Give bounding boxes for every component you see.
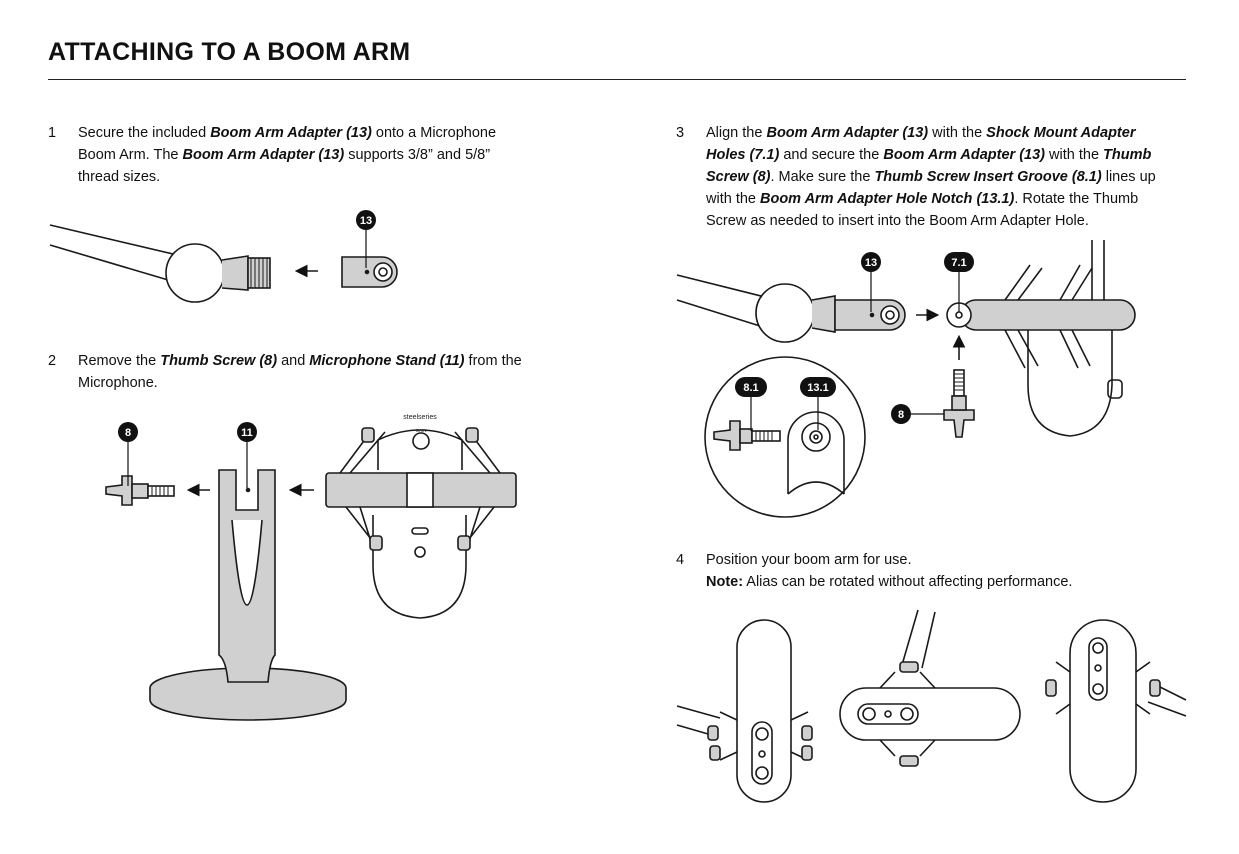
step-text: Remove the Thumb Screw (8) and Microphon… (78, 350, 522, 394)
step-line: Microphone. (78, 372, 522, 394)
svg-text:11: 11 (241, 427, 253, 439)
figure-positions (676, 609, 1187, 803)
step-number: 3 (676, 125, 685, 141)
part-reference: Boom Arm Adapter Hole Notch (13.1) (760, 191, 1015, 207)
callout-badge: 8.1 (735, 377, 767, 431)
step-text: Position your boom arm for use. Note: Ali… (706, 549, 1072, 593)
text-run: supports 3/8” and 5/8” (344, 147, 491, 163)
callout-badge: 11 (237, 422, 257, 488)
figure-remove-stand (105, 427, 517, 721)
text-run: Remove the (78, 353, 161, 369)
svg-text:8.1: 8.1 (743, 382, 758, 394)
figure-boom-arm-adapter (49, 224, 398, 303)
steelseries-logo-icon: steelseries (403, 414, 437, 421)
step-2: 2 Remove the Thumb Screw (8) and Microph… (48, 350, 588, 398)
step-1: 1 Secure the included Boom Arm Adapter (… (48, 122, 568, 192)
part-reference: Thumb Screw (8) (160, 353, 278, 369)
callout-badge: 13 (861, 252, 881, 312)
step-3: 3 Align the Boom Arm Adapter (13) with t… (676, 122, 1216, 237)
step-line: Position your boom arm for use. (706, 549, 1072, 571)
svg-text:7.1: 7.1 (951, 257, 966, 269)
part-reference: Boom Arm Adapter (13) (210, 125, 372, 141)
text-run: lines up (1101, 169, 1156, 185)
step-line: Align the Boom Arm Adapter (13) with the… (706, 122, 1156, 144)
text-run: with the (928, 125, 987, 141)
step-line: Holes (7.1) and secure the Boom Arm Adap… (706, 144, 1156, 166)
callout-badge: 8 (891, 404, 944, 424)
svg-text:13.1: 13.1 (807, 382, 828, 394)
text-run: and (277, 353, 310, 369)
part-reference: Boom Arm Adapter (13) (883, 147, 1046, 163)
part-reference: Microphone Stand (11) (309, 353, 465, 369)
text-run: Position your boom arm for use. (706, 552, 912, 568)
step-number: 1 (48, 125, 57, 141)
part-reference: Holes (7.1) (706, 147, 780, 163)
part-reference: Boom Arm Adapter (13) (766, 125, 929, 141)
page-title: ATTACHING TO A BOOM ARM (48, 38, 411, 66)
step-line: Screw (8). Make sure the Thumb Screw Ins… (706, 166, 1156, 188)
part-reference: Shock Mount Adapter (986, 125, 1136, 141)
part-reference: Thumb Screw Insert Groove (8.1) (874, 169, 1102, 185)
step-4: 4 Position your boom arm for use. Note: A… (676, 549, 1196, 597)
step-number: 2 (48, 353, 57, 369)
part-reference: Boom Arm Adapter (13) (182, 147, 345, 163)
text-run: Secure the included (78, 125, 211, 141)
callout-badge: 7.1 (944, 252, 974, 312)
callout-badge: 13 (356, 210, 376, 268)
text-run: onto a Microphone (371, 125, 497, 141)
gain-label: GAIN (415, 428, 426, 433)
text-run: Align the (706, 125, 767, 141)
part-reference: Screw (8) (706, 169, 771, 185)
text-run: with the (706, 191, 760, 207)
svg-text:GAIN: GAIN (415, 428, 426, 433)
svg-text:steelseries: steelseries (403, 414, 437, 421)
callout-badge: 8 (118, 422, 138, 486)
text-run: Screw as needed to insert into the Boom … (706, 213, 1089, 229)
text-run: Boom Arm. The (78, 147, 183, 163)
text-run: from the (464, 353, 522, 369)
step-line: Boom Arm. The Boom Arm Adapter (13) supp… (78, 144, 496, 166)
step-text: Secure the included Boom Arm Adapter (13… (78, 122, 496, 188)
text-run: Microphone. (78, 375, 158, 391)
title-divider (48, 79, 1186, 80)
step-line: thread sizes. (78, 166, 496, 188)
thumb-screw-icon (105, 475, 175, 506)
callout-badge: 13.1 (800, 377, 836, 430)
note-label: Note: (706, 574, 744, 590)
step-line: Note: Alias can be rotated without affec… (706, 571, 1072, 593)
svg-text:8: 8 (898, 409, 904, 421)
step-text: Align the Boom Arm Adapter (13) with the… (706, 122, 1156, 232)
svg-text:8: 8 (125, 427, 131, 439)
text-run: thread sizes. (78, 169, 161, 185)
text-run: and secure the (779, 147, 884, 163)
step-line: Secure the included Boom Arm Adapter (13… (78, 122, 496, 144)
step-number: 4 (676, 552, 685, 568)
text-run: . Make sure the (770, 169, 875, 185)
svg-text:13: 13 (865, 257, 877, 269)
svg-text:13: 13 (360, 215, 372, 227)
text-run: with the (1045, 147, 1104, 163)
step-line: Remove the Thumb Screw (8) and Microphon… (78, 350, 522, 372)
step-line: with the Boom Arm Adapter Hole Notch (13… (706, 188, 1156, 210)
part-reference: Thumb (1103, 147, 1152, 163)
text-run: Alias can be rotated without affecting p… (743, 574, 1073, 590)
step-line: Screw as needed to insert into the Boom … (706, 210, 1156, 232)
text-run: . Rotate the Thumb (1014, 191, 1139, 207)
